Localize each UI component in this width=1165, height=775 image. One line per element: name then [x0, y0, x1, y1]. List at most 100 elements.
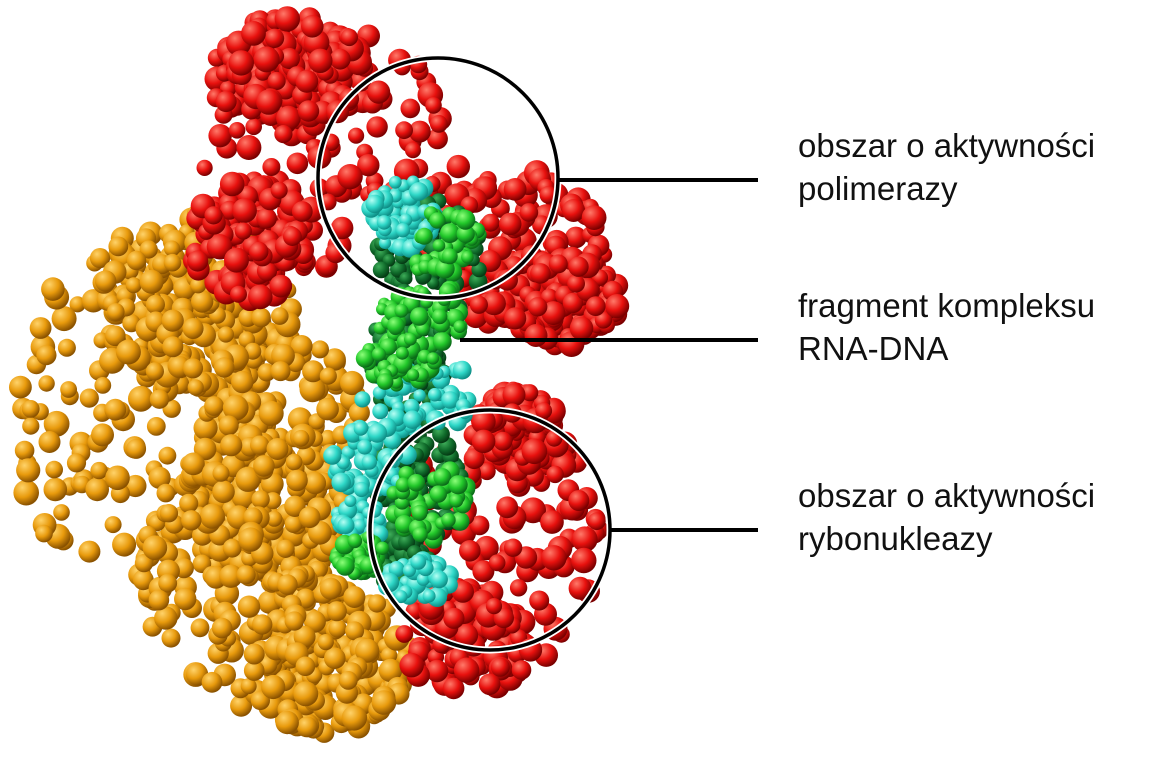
atom-sphere: [504, 307, 527, 330]
atom-sphere: [125, 277, 142, 294]
atom-sphere: [253, 46, 280, 73]
atom-sphere: [270, 361, 291, 382]
atom-sphere: [395, 121, 413, 140]
atom-sphere: [410, 307, 429, 326]
atom-sphere: [232, 198, 257, 224]
atom-sphere: [452, 360, 472, 380]
atom-sphere: [302, 360, 325, 383]
atom-sphere: [376, 215, 392, 230]
atom-sphere: [285, 453, 303, 471]
atom-sphere: [215, 90, 237, 113]
atom-sphere: [568, 490, 590, 511]
atom-sphere: [182, 358, 204, 379]
atom-sphere: [22, 417, 40, 435]
atom-sphere: [204, 396, 224, 416]
atom-sphere: [376, 373, 394, 390]
label-ribonuclease-activity: obszar o aktywności rybonukleazy: [798, 474, 1095, 560]
atom-sphere: [367, 594, 387, 613]
atom-sphere: [261, 674, 286, 700]
atom-sphere: [311, 340, 329, 359]
atom-sphere: [240, 678, 257, 695]
atom-sphere: [231, 370, 254, 394]
atom-sphere: [546, 465, 564, 484]
atom-sphere: [291, 201, 313, 222]
atom-sphere: [124, 474, 147, 498]
atom-sphere: [530, 263, 551, 284]
atom-sphere: [337, 517, 355, 534]
atom-sphere: [394, 303, 409, 318]
atom-sphere: [415, 227, 433, 245]
atom-sphere: [442, 677, 465, 700]
atom-sphere: [104, 516, 122, 534]
atom-sphere: [16, 458, 41, 483]
atom-sphere: [243, 660, 265, 681]
atom-sphere: [395, 346, 409, 360]
atom-sphere: [237, 595, 261, 618]
atom-sphere: [21, 400, 40, 418]
atom-sphere: [148, 466, 171, 489]
atom-sphere: [541, 301, 566, 326]
atom-sphere: [222, 394, 249, 421]
atom-sphere: [145, 294, 165, 315]
atom-sphere: [127, 385, 154, 412]
atom-sphere: [85, 477, 109, 502]
atom-sphere: [426, 352, 440, 365]
atom-sphere: [206, 234, 233, 260]
atom-sphere: [348, 127, 365, 144]
atom-sphere: [519, 203, 539, 222]
atom-sphere: [208, 124, 232, 148]
atom-sphere: [283, 227, 302, 247]
atom-sphere: [228, 122, 246, 139]
atom-sphere: [355, 638, 380, 663]
atom-sphere: [262, 158, 281, 176]
atom-sphere: [293, 625, 316, 648]
atom-sphere: [432, 308, 448, 325]
atom-sphere: [441, 391, 459, 409]
atom-sphere: [179, 493, 199, 513]
atom-sphere: [270, 181, 288, 199]
atom-sphere: [134, 553, 154, 573]
atom-sphere: [238, 527, 263, 552]
atom-sphere: [266, 438, 289, 460]
atom-sphere: [453, 657, 480, 683]
atom-sphere: [455, 623, 479, 647]
atom-sphere: [365, 194, 385, 214]
atom-sphere: [343, 586, 366, 608]
atom-sphere: [469, 515, 490, 536]
atom-sphere: [297, 100, 320, 122]
atom-sphere: [214, 357, 235, 378]
atom-sphere: [440, 223, 460, 244]
atom-sphere: [243, 643, 265, 665]
atom-sphere: [295, 70, 319, 93]
atom-sphere: [461, 250, 474, 264]
atom-sphere: [230, 285, 247, 303]
atom-sphere: [503, 178, 527, 201]
atom-sphere: [394, 590, 408, 604]
atom-sphere: [330, 216, 354, 240]
atom-sphere: [429, 485, 447, 503]
atom-sphere: [357, 439, 373, 455]
atom-sphere: [529, 590, 550, 611]
atom-sphere: [338, 671, 358, 690]
atom-sphere: [502, 383, 526, 407]
atom-sphere: [256, 89, 282, 115]
atom-sphere: [340, 28, 358, 47]
atom-sphere: [478, 673, 501, 696]
atom-sphere: [568, 256, 589, 277]
atom-sphere: [247, 284, 273, 310]
atom-sphere: [57, 338, 76, 357]
atom-sphere: [520, 497, 546, 524]
atom-sphere: [199, 503, 225, 529]
atom-sphere: [448, 475, 468, 495]
atom-sphere: [274, 125, 293, 144]
atom-sphere: [463, 448, 485, 470]
atom-sphere: [433, 468, 452, 486]
atom-sphere: [605, 294, 630, 319]
atom-sphere: [250, 435, 270, 455]
atom-sphere: [196, 159, 213, 176]
atom-sphere: [521, 384, 539, 402]
atom-sphere: [258, 400, 284, 426]
atom-sphere: [404, 332, 417, 346]
atom-sphere: [301, 14, 324, 38]
atom-sphere: [43, 410, 70, 437]
